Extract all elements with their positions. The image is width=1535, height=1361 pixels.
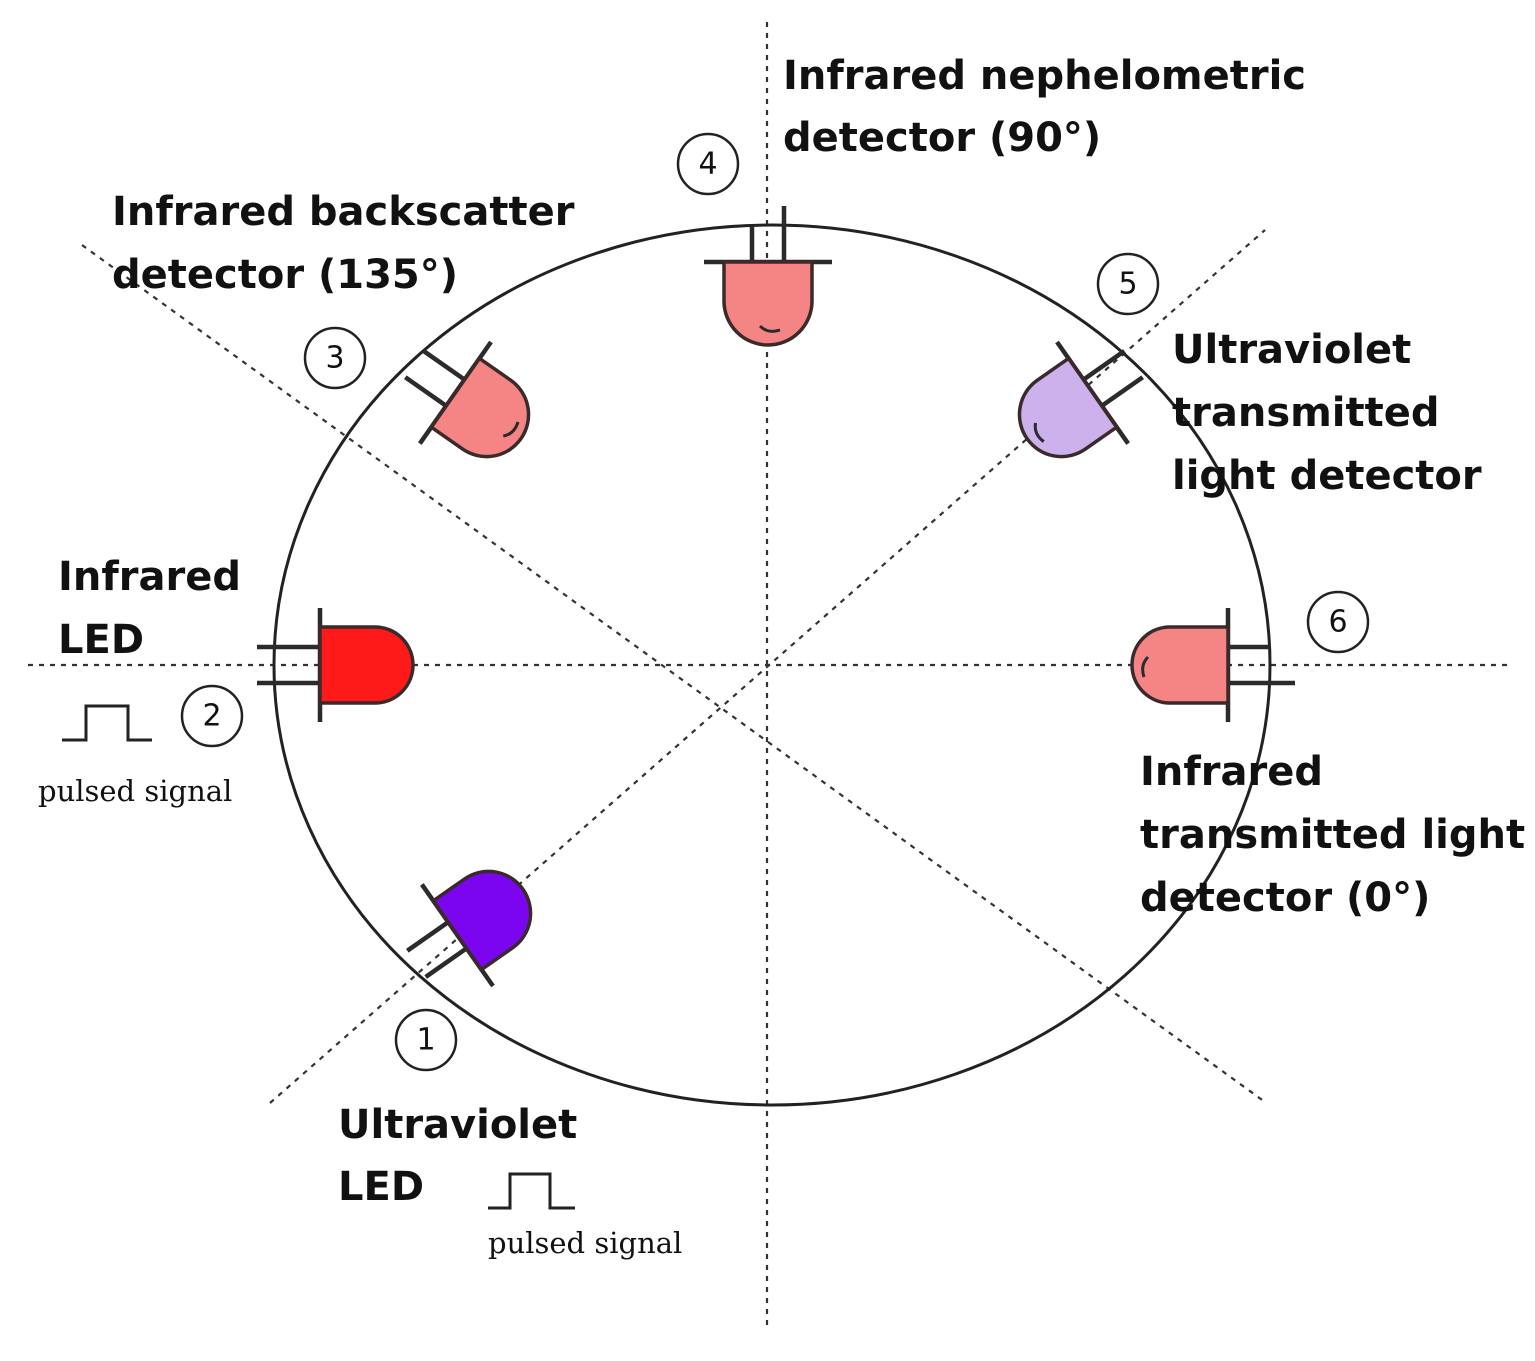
label-nephelometric-detector: Infrared nephelometric detector (90°) [783,53,1320,161]
label-infrared-led: Infrared LED [58,554,255,663]
label-infrared-transmitted-detector: Infrared transmitted light detector (0°) [1140,749,1535,921]
diagonal-axis-135 [81,244,1266,1103]
infrared-nephelometric-detector [704,206,832,347]
marker-6-number: 6 [1328,605,1347,640]
led-2-body [318,625,415,705]
marker-1-number: 1 [416,1023,435,1058]
detector-3-body [428,355,531,459]
marker-5: 5 [1096,252,1160,316]
pulse-waveform-icon [488,1172,575,1210]
marker-6: 6 [1306,590,1370,654]
caption-pulsed-signal-infrared: pulsed signal [38,774,232,808]
pulse-waveform-icon [62,704,152,742]
ultraviolet-transmitted-detector [1017,340,1144,459]
label-ultraviolet-transmitted-detector: Ultraviolet transmitted light detector [1172,327,1482,499]
infrared-backscatter-detector [404,340,531,459]
marker-4-number: 4 [698,147,717,182]
marker-2-number: 2 [202,699,221,734]
label-ultraviolet-led: Ultraviolet LED [338,1102,591,1210]
detector-4-body [722,260,814,347]
marker-3: 3 [303,326,367,390]
diagonal-axis-45 [269,229,1266,1104]
measurement-chamber-circle [272,223,1272,1107]
marker-4: 4 [676,132,740,196]
marker-3-number: 3 [325,341,344,376]
marker-1: 1 [394,1008,458,1072]
infrared-transmitted-detector [1130,608,1295,722]
label-backscatter-detector: Infrared backscatter detector (135°) [112,189,588,298]
detector-6-body [1130,625,1230,705]
detector-5-body [1017,355,1120,459]
ultraviolet-led [406,869,533,988]
marker-5-number: 5 [1118,267,1137,302]
led-1-body [430,869,533,973]
caption-pulsed-signal-ultraviolet: pulsed signal [488,1226,682,1260]
marker-2: 2 [180,684,244,748]
infrared-led [257,608,415,722]
